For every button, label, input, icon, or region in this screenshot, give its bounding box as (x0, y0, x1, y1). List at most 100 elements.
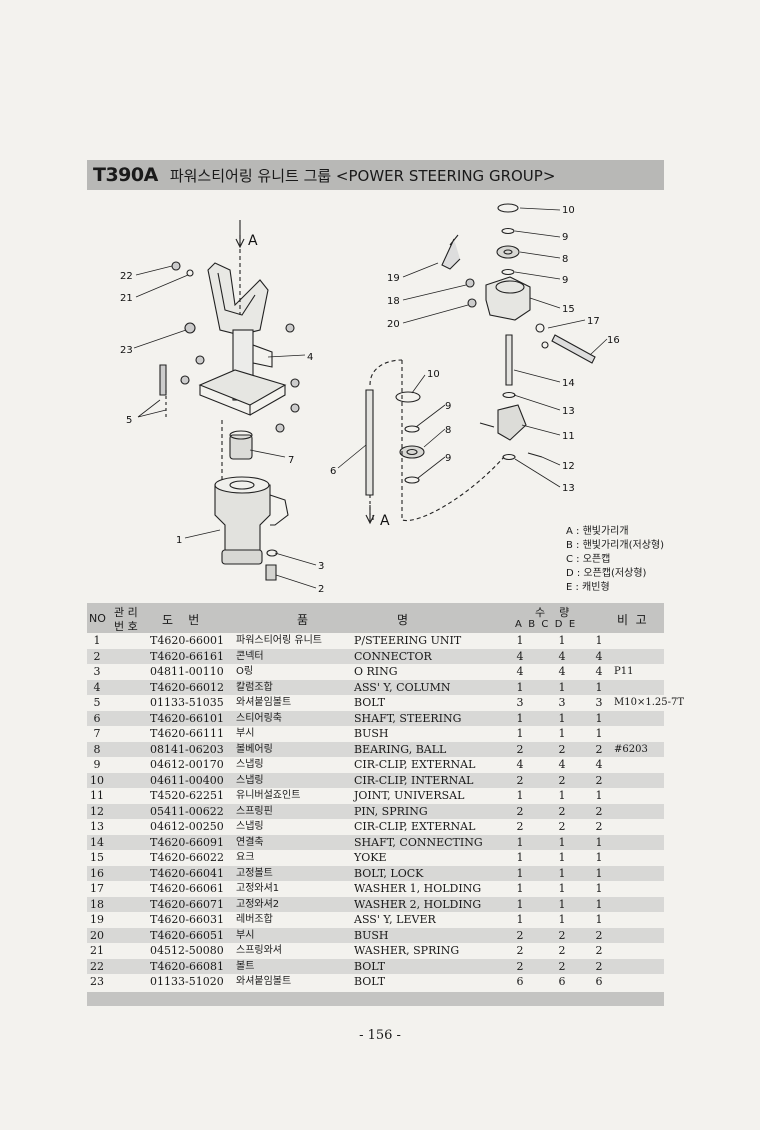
qty-e: 2 (595, 804, 603, 818)
qty-c: 1 (558, 727, 566, 740)
qty-e: 1 (595, 913, 603, 926)
callout-22: 22 (120, 271, 133, 282)
qty-e: 2 (595, 773, 603, 787)
qty-e: 3 (595, 696, 603, 709)
qty-c: 4 (558, 665, 566, 678)
qty-a: 1 (516, 634, 524, 647)
part-number-index: 5 (93, 696, 101, 709)
part-number-index: 18 (90, 897, 104, 911)
part-code: T4620-66101 (150, 711, 225, 725)
qty-a: 1 (516, 882, 524, 895)
part-number-index: 23 (90, 975, 104, 988)
part-code: T4620-66071 (150, 897, 225, 911)
qty-a: 1 (516, 913, 524, 926)
part-name-english: BOLT (354, 959, 386, 973)
part-code: 04612-00250 (150, 820, 224, 833)
part-name-english: BUSH (354, 727, 389, 740)
part-name-korean: 스냅링 (236, 759, 264, 770)
part-number-index: 12 (90, 804, 104, 818)
page-number: - 156 - (359, 1028, 401, 1043)
qty-e: 1 (595, 711, 603, 725)
qty-a: 1 (516, 727, 524, 740)
part-number-index: 19 (90, 913, 104, 926)
callout-23: 23 (120, 345, 133, 356)
callout-20: 20 (387, 319, 400, 330)
part-code: 04612-00170 (150, 758, 224, 771)
qty-a: 1 (516, 680, 524, 694)
callout-9-mid2: 9 (445, 453, 451, 464)
part-code: T4620-66051 (150, 928, 225, 942)
qty-a: 1 (516, 851, 524, 864)
part-number-index: 3 (93, 665, 101, 678)
callout-4: 4 (307, 352, 313, 363)
legend-item: C : 오픈캡 (566, 554, 611, 565)
qty-a: 1 (516, 897, 524, 911)
header-manage-bottom: 번 호 (114, 620, 138, 633)
part-name-korean: 부시 (236, 929, 255, 941)
header-name-right: 명 (397, 613, 409, 627)
callout-5: 5 (126, 415, 132, 426)
part-name-english: CIR-CLIP, EXTERNAL (354, 758, 476, 771)
part-name-korean: 볼트 (236, 960, 255, 972)
qty-a: 2 (516, 944, 524, 957)
callout-1: 1 (176, 535, 182, 546)
qty-a: 4 (516, 649, 524, 663)
qty-e: 6 (595, 975, 603, 988)
callout-9-top2: 9 (562, 275, 568, 286)
header-qty: 수 량 (535, 606, 570, 619)
qty-c: 1 (558, 789, 566, 802)
remarks: #6203 (614, 743, 648, 755)
callout-15: 15 (562, 304, 575, 315)
qty-a: 2 (516, 820, 524, 833)
part-code: T4620-66001 (150, 634, 225, 647)
part-name-english: P/STEERING UNIT (354, 634, 462, 647)
qty-a: 2 (516, 742, 524, 756)
callout-7: 7 (288, 455, 294, 466)
part-number-index: 8 (93, 742, 101, 756)
part-code: T4620-66161 (150, 649, 225, 663)
remarks: M10×1.25-7T (614, 697, 685, 708)
qty-e: 1 (595, 882, 603, 895)
legend-item: B : 핸빛가리개(저상형) (566, 540, 664, 551)
callout-3: 3 (318, 561, 324, 572)
part-name-korean: 와셔붙임볼트 (236, 697, 292, 708)
callout-17: 17 (587, 316, 600, 327)
part-name-korean: 파워스티어링 유니트 (236, 635, 322, 646)
qty-c: 2 (558, 820, 566, 833)
callout-9-top: 9 (562, 232, 568, 243)
callout-9-mid: 9 (445, 401, 451, 412)
qty-c: 6 (558, 975, 566, 988)
qty-c: 4 (558, 758, 566, 771)
table-bottom-bar (87, 991, 664, 1006)
callout-21: 21 (120, 293, 133, 304)
part-code: T4620-66061 (150, 882, 225, 895)
qty-c: 1 (558, 851, 566, 864)
qty-a: 2 (516, 959, 524, 973)
part-number-index: 11 (90, 789, 104, 802)
callout-11: 11 (562, 431, 575, 442)
part-number-index: 14 (90, 835, 104, 849)
callout-12: 12 (562, 461, 575, 472)
part-name-korean: 레버조합 (236, 914, 273, 925)
qty-e: 1 (595, 897, 603, 911)
callout-8-top: 8 (562, 254, 568, 265)
part-number-index: 15 (90, 851, 104, 864)
qty-c: 2 (558, 742, 566, 756)
qty-a: 1 (516, 866, 524, 880)
part-code: 04512-50080 (150, 944, 224, 957)
part-name-english: ASS' Y, COLUMN (354, 680, 451, 694)
part-name-korean: 스프링핀 (236, 805, 273, 817)
part-name-english: PIN, SPRING (354, 804, 428, 818)
qty-c: 1 (558, 634, 566, 647)
part-name-english: WASHER, SPRING (354, 944, 460, 957)
part-number-index: 1 (93, 634, 101, 647)
